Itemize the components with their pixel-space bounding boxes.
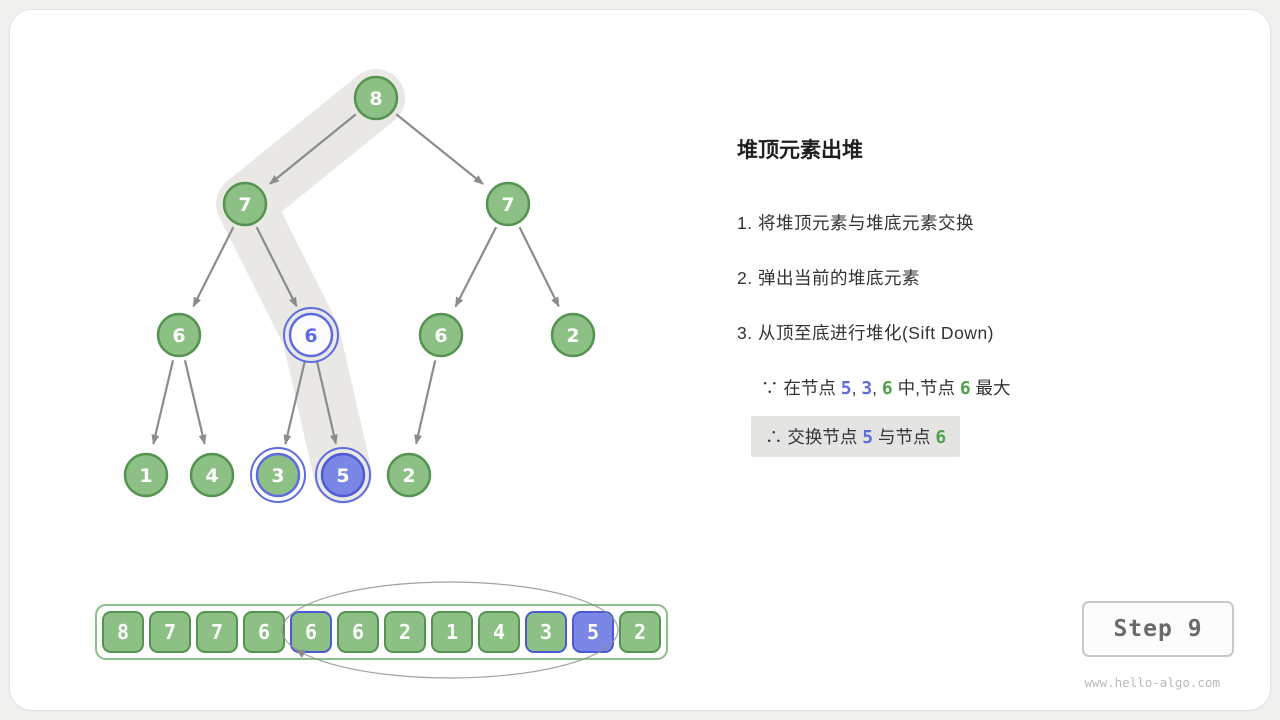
value-5: 5 xyxy=(840,378,852,399)
tree-node-6: 6 xyxy=(156,312,202,358)
tree-edge xyxy=(269,113,357,185)
tree-edge xyxy=(192,226,235,308)
therefore-line-wrap: ∴ 交换节点 5 与节点 6 xyxy=(751,416,1262,457)
tree-edge xyxy=(151,360,175,445)
tree-edge xyxy=(395,113,484,185)
explanation-panel: 堆顶元素出堆 1. 将堆顶元素与堆底元素交换 2. 弹出当前的堆底元素 3. 从… xyxy=(737,134,1262,457)
array-cell-7: 1 xyxy=(431,611,473,653)
svg-text:8: 8 xyxy=(369,88,382,110)
tree-node-1: 1 xyxy=(123,452,169,498)
separator: , xyxy=(872,378,882,398)
tree-edge xyxy=(414,360,437,445)
because-text: 最大 xyxy=(970,378,1011,398)
svg-text:4: 4 xyxy=(205,465,218,487)
array-cell-9: 3 xyxy=(525,611,567,653)
svg-text:6: 6 xyxy=(304,325,317,347)
tree-node-2: 2 xyxy=(550,312,596,358)
step-indicator: Step 9 xyxy=(1082,601,1234,657)
value-5: 5 xyxy=(862,427,874,448)
svg-text:7: 7 xyxy=(501,194,514,216)
tree-node-7: 7 xyxy=(485,181,531,227)
array-cell-5: 6 xyxy=(337,611,379,653)
step-item-3: 3. 从顶至底进行堆化(Sift Down) xyxy=(737,323,994,343)
tree-node-4: 4 xyxy=(189,452,235,498)
tree-node-7: 7 xyxy=(222,181,268,227)
svg-text:5: 5 xyxy=(336,465,349,487)
svg-text:7: 7 xyxy=(238,194,251,216)
tree-edge xyxy=(255,226,298,308)
step-item-1: 1. 将堆顶元素与堆底元素交换 xyxy=(737,213,974,233)
array-cell-4: 6 xyxy=(290,611,332,653)
tree-edge xyxy=(518,226,560,308)
step-indicator-label: Step 9 xyxy=(1113,616,1203,642)
tree-node-3: 3 xyxy=(250,447,306,503)
svg-text:2: 2 xyxy=(402,465,415,487)
array-cell-6: 2 xyxy=(384,611,426,653)
svg-text:1: 1 xyxy=(139,465,152,487)
tree-edge xyxy=(283,360,307,445)
tree-edge xyxy=(454,226,498,308)
step-item-2: 2. 弹出当前的堆底元素 xyxy=(737,268,920,288)
because-text: ∵ 在节点 xyxy=(761,378,841,398)
svg-text:3: 3 xyxy=(271,465,284,487)
value-6: 6 xyxy=(935,427,947,448)
array-cell-0: 8 xyxy=(102,611,144,653)
svg-text:6: 6 xyxy=(434,325,447,347)
array-cell-10: 5 xyxy=(572,611,614,653)
because-line: ∵ 在节点 5, 3, 6 中,节点 6 最大 xyxy=(761,375,1262,400)
svg-text:2: 2 xyxy=(566,325,579,347)
therefore-text: 与节点 xyxy=(873,427,936,447)
sift-down-path xyxy=(216,69,405,504)
array-cell-11: 2 xyxy=(619,611,661,653)
svg-text:6: 6 xyxy=(172,325,185,347)
tree-edge xyxy=(183,360,207,445)
array-cell-2: 7 xyxy=(196,611,238,653)
array-cell-1: 7 xyxy=(149,611,191,653)
value-6-max: 6 xyxy=(959,378,971,399)
watermark: www.hello-algo.com xyxy=(1084,675,1220,690)
value-6: 6 xyxy=(881,378,893,399)
tree-node-6: 6 xyxy=(283,307,339,363)
array-cell-3: 6 xyxy=(243,611,285,653)
separator: , xyxy=(851,378,862,398)
value-3: 3 xyxy=(861,378,873,399)
therefore-line: ∴ 交换节点 5 与节点 6 xyxy=(751,416,961,457)
tree-node-8: 8 xyxy=(353,75,399,121)
tree-node-5: 5 xyxy=(315,447,371,503)
array-cell-8: 4 xyxy=(478,611,520,653)
because-text: 中,节点 xyxy=(892,378,960,398)
tree-node-2: 2 xyxy=(386,452,432,498)
heap-tree-diagram: 8 7 7 6 6 6 2 1 4 3 5 2 xyxy=(123,69,596,504)
therefore-text: ∴ 交换节点 xyxy=(765,427,863,447)
tree-node-6: 6 xyxy=(418,312,464,358)
panel-title: 堆顶元素出堆 xyxy=(737,139,863,162)
tree-edge xyxy=(315,360,338,445)
